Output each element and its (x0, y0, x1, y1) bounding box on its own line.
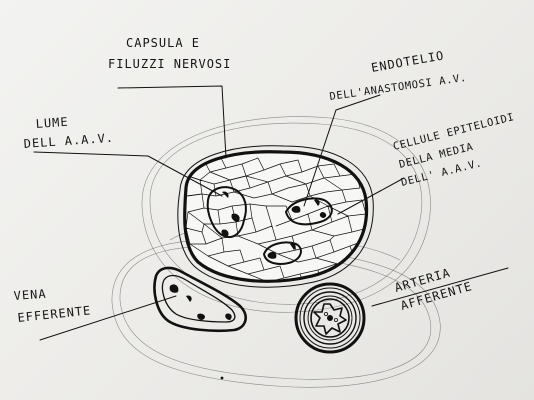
label-vena-1: VENA (13, 287, 47, 303)
label-lume-1: LUME (35, 115, 69, 131)
label-lume-2: DELL A.A.V. (23, 131, 114, 151)
label-capsula-1: CAPSULA E (126, 36, 200, 50)
label-vena-2: EFFERENTE (17, 303, 92, 325)
label-endotelio-1: ENDOTELIO (370, 48, 445, 75)
afferent-artery (296, 284, 364, 352)
ink-dot (221, 377, 224, 380)
label-endotelio-2: DELL'ANASTOMOSI A.V. (329, 72, 468, 103)
label-capsula-2: FILUZZI NERVOSI (108, 57, 231, 71)
